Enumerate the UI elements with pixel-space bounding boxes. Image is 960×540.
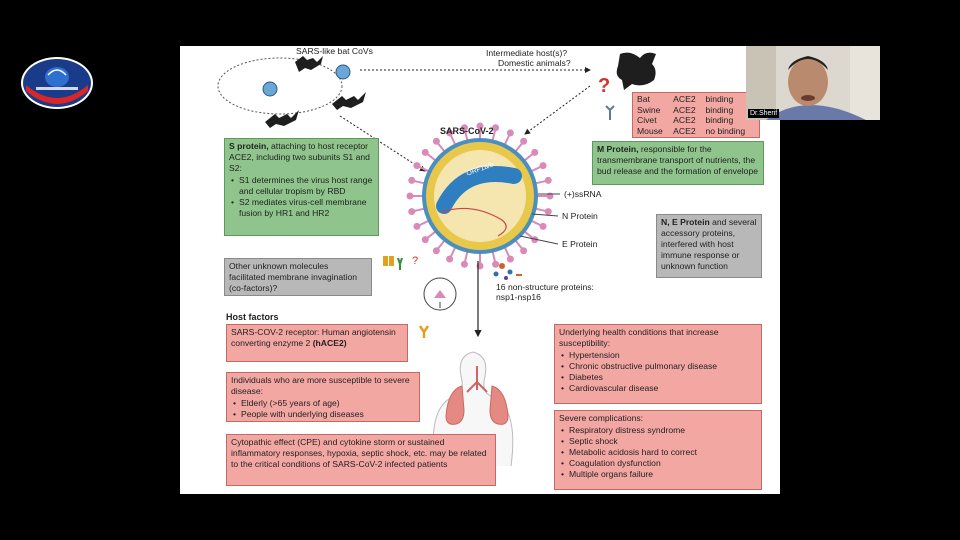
- university-logo: [18, 55, 96, 111]
- underlying-text: Underlying health conditions that increa…: [559, 327, 719, 348]
- ne-protein-box: N, E Protein and several accessory prote…: [656, 214, 762, 278]
- s-protein-title: S protein,: [229, 141, 269, 151]
- nsp-label: 16 non-structure proteins:: [496, 282, 594, 292]
- n-protein-label: N Protein: [562, 211, 598, 221]
- host-factors-title: Host factors: [226, 312, 279, 322]
- susceptible-text: Individuals who are more susceptible to …: [231, 375, 410, 396]
- bullet-item: Chronic obstructive pulmonary disease: [561, 361, 757, 372]
- underlying-conditions-box: Underlying health conditions that increa…: [554, 324, 762, 404]
- unknown-molecules-box: Other unknown molecules facilitated memb…: [224, 258, 372, 296]
- ssrna-label: (+)ssRNA: [564, 189, 602, 199]
- binding-animal: Civet: [637, 115, 657, 125]
- domestic-animals-label: Domestic animals?: [498, 58, 571, 68]
- s-protein-text: attaching to host receptor ACE2, includi…: [229, 141, 370, 173]
- slide-content: ? ?: [180, 46, 780, 494]
- binding-status: no binding: [705, 125, 746, 136]
- bullet-item: Multiple organs failure: [561, 469, 757, 480]
- binding-receptor: ACE2: [673, 104, 696, 115]
- civet-icon: [616, 52, 656, 90]
- susceptible-box: Individuals who are more susceptible to …: [226, 372, 420, 422]
- virus-title: SARS-CoV-2: [440, 126, 494, 136]
- receptor-bold: (hACE2): [312, 338, 347, 348]
- binding-status: binding: [705, 115, 734, 125]
- receptor-text: SARS-COV-2 receptor: Human angiotensin c…: [231, 327, 396, 348]
- receptor-icon: [605, 105, 615, 120]
- m-protein-title: M Protein,: [597, 144, 639, 154]
- bat-icon: [265, 56, 366, 128]
- bullet-item: Cardiovascular disease: [561, 383, 757, 394]
- binding-row: Civet ACE2 binding: [637, 115, 755, 126]
- bullet-item: Diabetes: [561, 372, 757, 383]
- binding-receptor: ACE2: [673, 125, 696, 136]
- bullet-item: S2 mediates virus-cell membrane fusion b…: [231, 197, 374, 219]
- binding-row: Mouse ACE2 no binding: [637, 126, 755, 137]
- binding-row: Bat ACE2 binding: [637, 94, 755, 105]
- receptor-box: SARS-COV-2 receptor: Human angiotensin c…: [226, 324, 408, 362]
- bullet-item: Hypertension: [561, 350, 757, 361]
- binding-animal: Swine: [637, 104, 661, 115]
- bat-covs-label: SARS-like bat CoVs: [296, 46, 373, 56]
- binding-animal: Bat: [637, 94, 650, 104]
- bullet-item: People with underlying diseases: [233, 409, 415, 420]
- cpe-box: Cytopathic effect (CPE) and cytokine sto…: [226, 434, 496, 486]
- binding-status: binding: [705, 94, 734, 104]
- complications-box: Severe complications: Respiratory distre…: [554, 410, 762, 490]
- binding-status: binding: [705, 104, 734, 115]
- covid-diagram-graphics: ? ?: [217, 52, 656, 467]
- intermediate-host-label: Intermediate host(s)?: [486, 48, 568, 58]
- presenter-video-icon: [746, 46, 880, 120]
- m-protein-box: M Protein, responsible for the transmemb…: [592, 141, 764, 185]
- s-protein-box: S protein, attaching to host receptor AC…: [224, 138, 379, 236]
- e-protein-label: E Protein: [562, 239, 598, 249]
- bullet-item: Septic shock: [561, 436, 757, 447]
- complications-text: Severe complications:: [559, 413, 644, 423]
- bullet-item: Elderly (>65 years of age): [233, 398, 415, 409]
- ne-protein-text: and several accessory proteins, interfer…: [661, 217, 757, 271]
- m-protein-text: responsible for the transmembrane transp…: [597, 144, 759, 176]
- presenter-webcam[interactable]: Dr.Sherif: [746, 46, 880, 120]
- svg-text:?: ?: [598, 75, 610, 97]
- nsp-range-label: nsp1-nsp16: [496, 292, 541, 302]
- binding-animal: Mouse: [637, 125, 663, 136]
- bullet-item: S1 determines the virus host range and c…: [231, 175, 374, 197]
- bullet-item: Coagulation dysfunction: [561, 458, 757, 469]
- bullet-item: Metabolic acidosis hard to correct: [561, 447, 757, 458]
- binding-row: Swine ACE2 binding: [637, 105, 755, 116]
- svg-text:?: ?: [412, 255, 418, 267]
- binding-receptor: ACE2: [673, 94, 696, 104]
- bullet-item: Respiratory distress syndrome: [561, 425, 757, 436]
- sars-cov-2-virus-icon: [406, 122, 554, 270]
- binding-receptor: ACE2: [673, 115, 696, 125]
- cofactor-icon: ?: [383, 255, 430, 338]
- webcam-name-label: Dr.Sherif: [748, 109, 780, 118]
- ne-protein-title: N, E Protein: [661, 217, 710, 227]
- small-virus-icon: [262, 64, 351, 97]
